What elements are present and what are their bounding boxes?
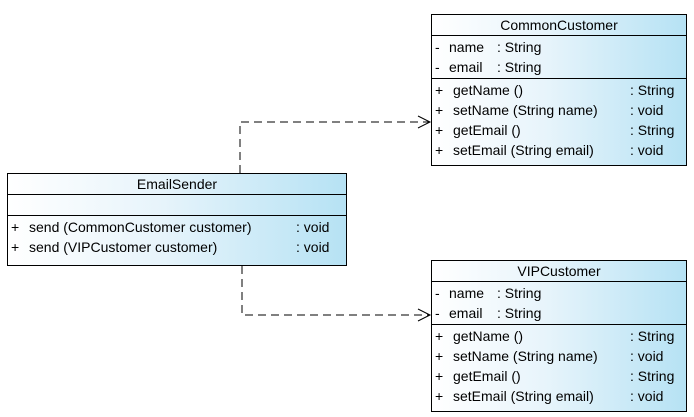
operation-type: : String xyxy=(630,122,675,138)
visibility: - xyxy=(435,305,440,321)
class-title: CommonCustomer xyxy=(432,15,686,36)
attributes-section: - name : String - email : String xyxy=(432,36,686,79)
operation-type: : void xyxy=(630,102,664,118)
class-common-customer[interactable]: CommonCustomer - name : String - email :… xyxy=(431,14,687,166)
attribute-name: name xyxy=(449,39,485,55)
operation-row: + send (VIPCustomer customer) : void xyxy=(8,237,346,257)
class-title: VIPCustomer xyxy=(432,261,686,282)
operation-name: send (VIPCustomer customer) xyxy=(29,239,218,255)
operation-name: getEmail () xyxy=(453,368,521,384)
operation-name: setEmail (String email) xyxy=(453,142,594,158)
visibility: + xyxy=(435,102,444,118)
operation-type: : void xyxy=(630,388,664,404)
visibility: + xyxy=(11,239,20,255)
operation-row: + setName (String name) : void xyxy=(432,346,686,366)
attribute-type: : String xyxy=(497,305,542,321)
attribute-name: email xyxy=(449,305,483,321)
visibility: + xyxy=(11,219,20,235)
visibility: - xyxy=(435,59,440,75)
visibility: + xyxy=(435,82,444,98)
attributes-section: - name : String - email : String xyxy=(432,282,686,325)
class-title: EmailSender xyxy=(8,174,346,195)
operation-row: + getEmail () : String xyxy=(432,366,686,386)
operation-type: : String xyxy=(630,368,675,384)
class-email-sender[interactable]: EmailSender + send (CommonCustomer custo… xyxy=(7,173,347,266)
operation-type: : void xyxy=(296,239,330,255)
operation-row: + setEmail (String email) : void xyxy=(432,140,686,160)
operation-type: : void xyxy=(630,348,664,364)
attribute-row: - email : String xyxy=(432,303,686,323)
visibility: - xyxy=(435,39,440,55)
operations-section: + send (CommonCustomer customer) : void … xyxy=(8,216,346,258)
attribute-row: - email : String xyxy=(432,57,686,77)
attributes-section xyxy=(8,195,346,216)
operation-row: + getName () : String xyxy=(432,326,686,346)
attribute-type: : String xyxy=(497,59,542,75)
operation-name: setName (String name) xyxy=(453,102,598,118)
arrowhead-vip xyxy=(417,308,432,322)
class-vip-customer[interactable]: VIPCustomer - name : String - email : St… xyxy=(431,260,687,412)
visibility: + xyxy=(435,142,444,158)
operation-row: + getEmail () : String xyxy=(432,120,686,140)
visibility: - xyxy=(435,285,440,301)
attribute-name: name xyxy=(449,285,485,301)
visibility: + xyxy=(435,368,444,384)
attribute-name: email xyxy=(449,59,483,75)
operation-name: send (CommonCustomer customer) xyxy=(29,219,252,235)
operation-type: : String xyxy=(630,82,675,98)
dependency-sender-to-common xyxy=(239,121,430,173)
operation-name: setEmail (String email) xyxy=(453,388,594,404)
arrowhead-common xyxy=(417,115,432,129)
visibility: + xyxy=(435,122,444,138)
operation-name: setName (String name) xyxy=(453,348,598,364)
operation-row: + setEmail (String email) : void xyxy=(432,386,686,406)
operation-type: : String xyxy=(630,328,675,344)
attribute-type: : String xyxy=(497,285,542,301)
attribute-row: - name : String xyxy=(432,37,686,57)
operation-name: getName () xyxy=(453,82,524,98)
visibility: + xyxy=(435,328,444,344)
operation-name: getName () xyxy=(453,328,524,344)
operation-type: : void xyxy=(630,142,664,158)
dependency-sender-to-vip xyxy=(241,266,430,316)
operation-row: + getName () : String xyxy=(432,80,686,100)
operation-name: getEmail () xyxy=(453,122,521,138)
operation-row: + setName (String name) : void xyxy=(432,100,686,120)
operations-section: + getName () : String + setName (String … xyxy=(432,325,686,407)
attribute-type: : String xyxy=(497,39,542,55)
operation-type: : void xyxy=(296,219,330,235)
operation-row: + send (CommonCustomer customer) : void xyxy=(8,217,346,237)
operations-section: + getName () : String + setName (String … xyxy=(432,79,686,161)
visibility: + xyxy=(435,348,444,364)
attribute-row: - name : String xyxy=(432,283,686,303)
visibility: + xyxy=(435,388,444,404)
